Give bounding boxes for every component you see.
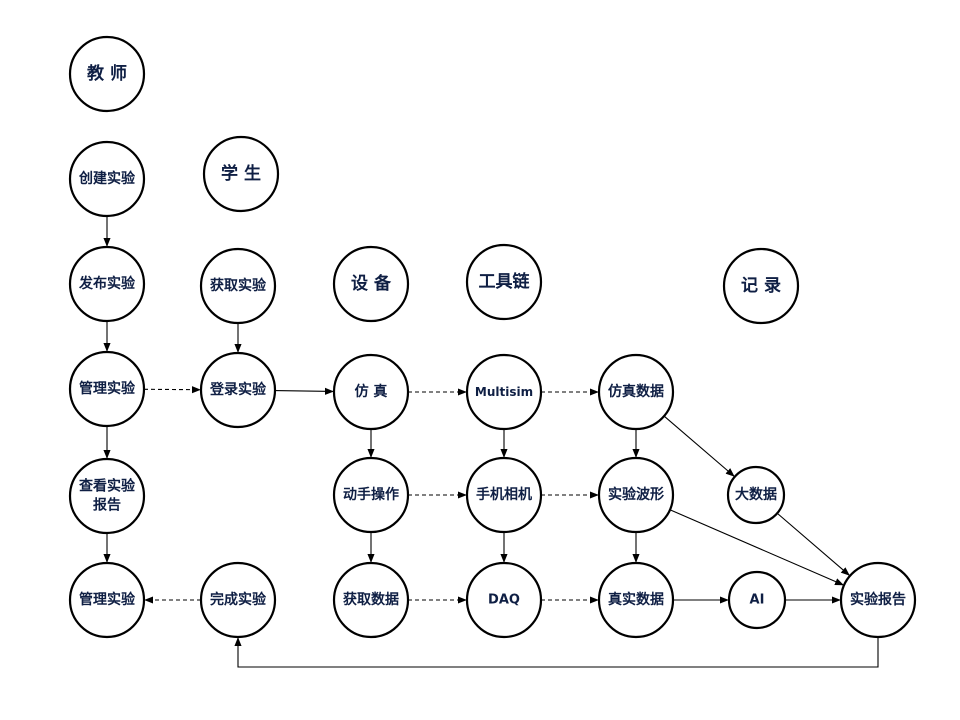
node-ai: AI (727, 570, 787, 630)
node-phone-circle (465, 456, 543, 534)
node-phone-label: 手机相机 (476, 486, 532, 503)
node-manage1-circle (68, 350, 146, 428)
node-multisim-label: Multisim (475, 385, 533, 399)
node-getdata-label: 获取数据 (343, 591, 399, 608)
node-fetch-circle (199, 247, 277, 325)
node-daq: DAQ (465, 561, 543, 639)
node-realdata-label: 真实数据 (608, 591, 664, 608)
node-report-label: 实验报告 (850, 591, 906, 608)
node-login-circle (199, 351, 277, 429)
node-device: 设 备 (332, 245, 410, 323)
node-report: 实验报告 (839, 561, 917, 639)
node-publish: 发布实验 (68, 245, 146, 323)
node-manage2-circle (68, 561, 146, 639)
node-multisim-circle (465, 353, 543, 431)
node-waveform-label: 实验波形 (608, 486, 664, 503)
node-fetch-label: 获取实验 (210, 277, 267, 294)
node-create-label: 创建实验 (78, 170, 136, 187)
node-getdata: 获取数据 (332, 561, 410, 639)
node-multisim: Multisim (465, 353, 543, 431)
edge-waveform-to-report (669, 509, 844, 586)
node-sim: 仿 真 (332, 353, 410, 431)
node-toolchain: 工具链 (465, 243, 543, 321)
node-daq-label: DAQ (488, 593, 520, 608)
node-toolchain-label: 工具链 (479, 271, 531, 292)
node-record-label: 记 录 (741, 276, 781, 296)
node-publish-label: 发布实验 (78, 275, 136, 292)
node-getdata-circle (332, 561, 410, 639)
node-teacher-circle (68, 35, 146, 113)
node-bigdata-circle (726, 465, 786, 525)
node-student: 学 生 (202, 135, 280, 213)
node-teacher: 教 师 (68, 35, 146, 113)
node-ai-circle (727, 570, 787, 630)
edge-login-to-sim (274, 387, 334, 395)
node-record: 记 录 (722, 247, 800, 325)
node-waveform-circle (597, 456, 675, 534)
node-ai-label: AI (750, 593, 765, 608)
node-complete: 完成实验 (199, 561, 277, 639)
node-manage2-label: 管理实验 (79, 591, 136, 608)
node-realdata: 真实数据 (597, 561, 675, 639)
node-record-circle (722, 247, 800, 325)
node-device-circle (332, 245, 410, 323)
node-manage2: 管理实验 (68, 561, 146, 639)
node-device-label: 设 备 (351, 273, 392, 294)
node-handson-label: 动手操作 (343, 486, 399, 503)
node-fetch: 获取实验 (199, 247, 277, 325)
edge-bigdata-to-report (776, 512, 850, 576)
node-create: 创建实验 (68, 140, 146, 218)
node-toolchain-circle (465, 243, 543, 321)
node-waveform: 实验波形 (597, 456, 675, 534)
edge-simdata-to-bigdata (663, 415, 735, 477)
node-simdata-label: 仿真数据 (608, 383, 664, 400)
node-student-circle (202, 135, 280, 213)
node-viewreport-label-2: 报告 (93, 496, 121, 513)
node-handson-circle (332, 456, 410, 534)
node-phone: 手机相机 (465, 456, 543, 534)
node-viewreport-label-1: 查看实验 (79, 478, 136, 495)
node-create-circle (68, 140, 146, 218)
node-bigdata-label: 大数据 (735, 486, 777, 503)
node-sim-circle (332, 353, 410, 431)
node-manage1: 管理实验 (68, 350, 146, 428)
node-viewreport-circle (68, 457, 146, 535)
edges (103, 216, 879, 668)
node-realdata-circle (597, 561, 675, 639)
node-login-label: 登录实验 (209, 381, 267, 398)
node-report-circle (839, 561, 917, 639)
node-student-label: 学 生 (221, 163, 261, 184)
node-login: 登录实验 (199, 351, 277, 429)
edge-report-to-complete (234, 637, 879, 668)
node-simdata-circle (597, 353, 675, 431)
node-simdata: 仿真数据 (597, 353, 675, 431)
node-handson: 动手操作 (332, 456, 410, 534)
node-bigdata: 大数据 (726, 465, 786, 525)
node-sim-label: 仿 真 (355, 383, 388, 400)
node-manage1-label: 管理实验 (79, 380, 136, 397)
node-teacher-label: 教 师 (86, 63, 127, 84)
node-daq-circle (465, 561, 543, 639)
node-complete-circle (199, 561, 277, 639)
node-complete-label: 完成实验 (210, 591, 267, 608)
node-publish-circle (68, 245, 146, 323)
